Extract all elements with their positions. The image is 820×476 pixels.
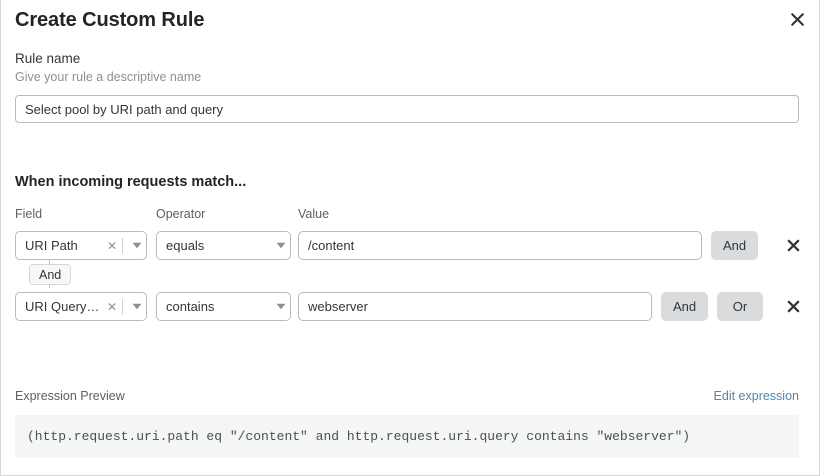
operator-select-row-2[interactable]: contains bbox=[156, 292, 291, 321]
dialog-header: Create Custom Rule bbox=[1, 0, 819, 44]
page-title: Create Custom Rule bbox=[15, 9, 205, 31]
edit-expression-link[interactable]: Edit expression bbox=[713, 389, 799, 403]
delete-condition-button-row-2[interactable] bbox=[773, 292, 813, 321]
value-input-row-2[interactable] bbox=[298, 292, 652, 321]
and-button-row-2[interactable]: And bbox=[661, 292, 709, 321]
clear-icon[interactable]: ✕ bbox=[106, 238, 118, 253]
rule-name-help-text: Give your rule a descriptive name bbox=[15, 70, 202, 84]
expression-preview-label: Expression Preview bbox=[15, 389, 125, 403]
column-header-field: Field bbox=[15, 207, 43, 221]
operator-select-value-row-2: contains bbox=[166, 299, 215, 314]
rule-name-section: Rule name Give your rule a descriptive n… bbox=[15, 50, 799, 123]
field-select-row-1[interactable]: URI Path ✕ bbox=[15, 231, 147, 260]
condition-connector: And bbox=[15, 259, 805, 288]
and-button-row-1[interactable]: And bbox=[711, 231, 759, 260]
select-divider bbox=[122, 298, 123, 315]
condition-row: URI Path ✕ equals bbox=[15, 231, 805, 260]
select-divider bbox=[122, 237, 123, 254]
field-select-value-row-2: URI Query St... bbox=[25, 299, 105, 314]
operator-select-value-row-1: equals bbox=[166, 238, 205, 253]
close-icon[interactable] bbox=[783, 5, 811, 33]
column-header-operator: Operator bbox=[156, 207, 206, 221]
clear-icon[interactable]: ✕ bbox=[106, 299, 118, 314]
field-select-row-2[interactable]: URI Query St... ✕ bbox=[15, 292, 147, 321]
connector-and-badge[interactable]: And bbox=[29, 264, 72, 285]
chevron-down-icon[interactable] bbox=[128, 303, 146, 310]
match-conditions-section: When incoming requests match... Field Op… bbox=[15, 173, 805, 321]
value-input-row-1[interactable] bbox=[298, 231, 702, 260]
expression-preview-section: Expression Preview Edit expression (http… bbox=[15, 388, 799, 458]
or-button-row-2[interactable]: Or bbox=[717, 292, 763, 321]
delete-condition-button-row-1[interactable] bbox=[773, 231, 813, 260]
chevron-down-icon[interactable] bbox=[272, 303, 290, 310]
rule-name-input[interactable] bbox=[15, 95, 799, 123]
expression-preview-code: (http.request.uri.path eq "/content" and… bbox=[15, 415, 799, 458]
match-section-heading: When incoming requests match... bbox=[15, 174, 247, 190]
condition-row: URI Query St... ✕ contains bbox=[15, 292, 805, 321]
column-header-value: Value bbox=[298, 207, 330, 221]
operator-select-row-1[interactable]: equals bbox=[156, 231, 291, 260]
condition-column-headers: Field Operator Value bbox=[15, 206, 805, 226]
rule-name-label: Rule name bbox=[15, 51, 81, 66]
chevron-down-icon[interactable] bbox=[272, 242, 290, 249]
chevron-down-icon[interactable] bbox=[128, 242, 146, 249]
condition-list: URI Path ✕ equals bbox=[15, 231, 805, 321]
expression-preview-header: Expression Preview Edit expression bbox=[15, 388, 799, 406]
field-select-value-row-1: URI Path bbox=[25, 238, 78, 253]
